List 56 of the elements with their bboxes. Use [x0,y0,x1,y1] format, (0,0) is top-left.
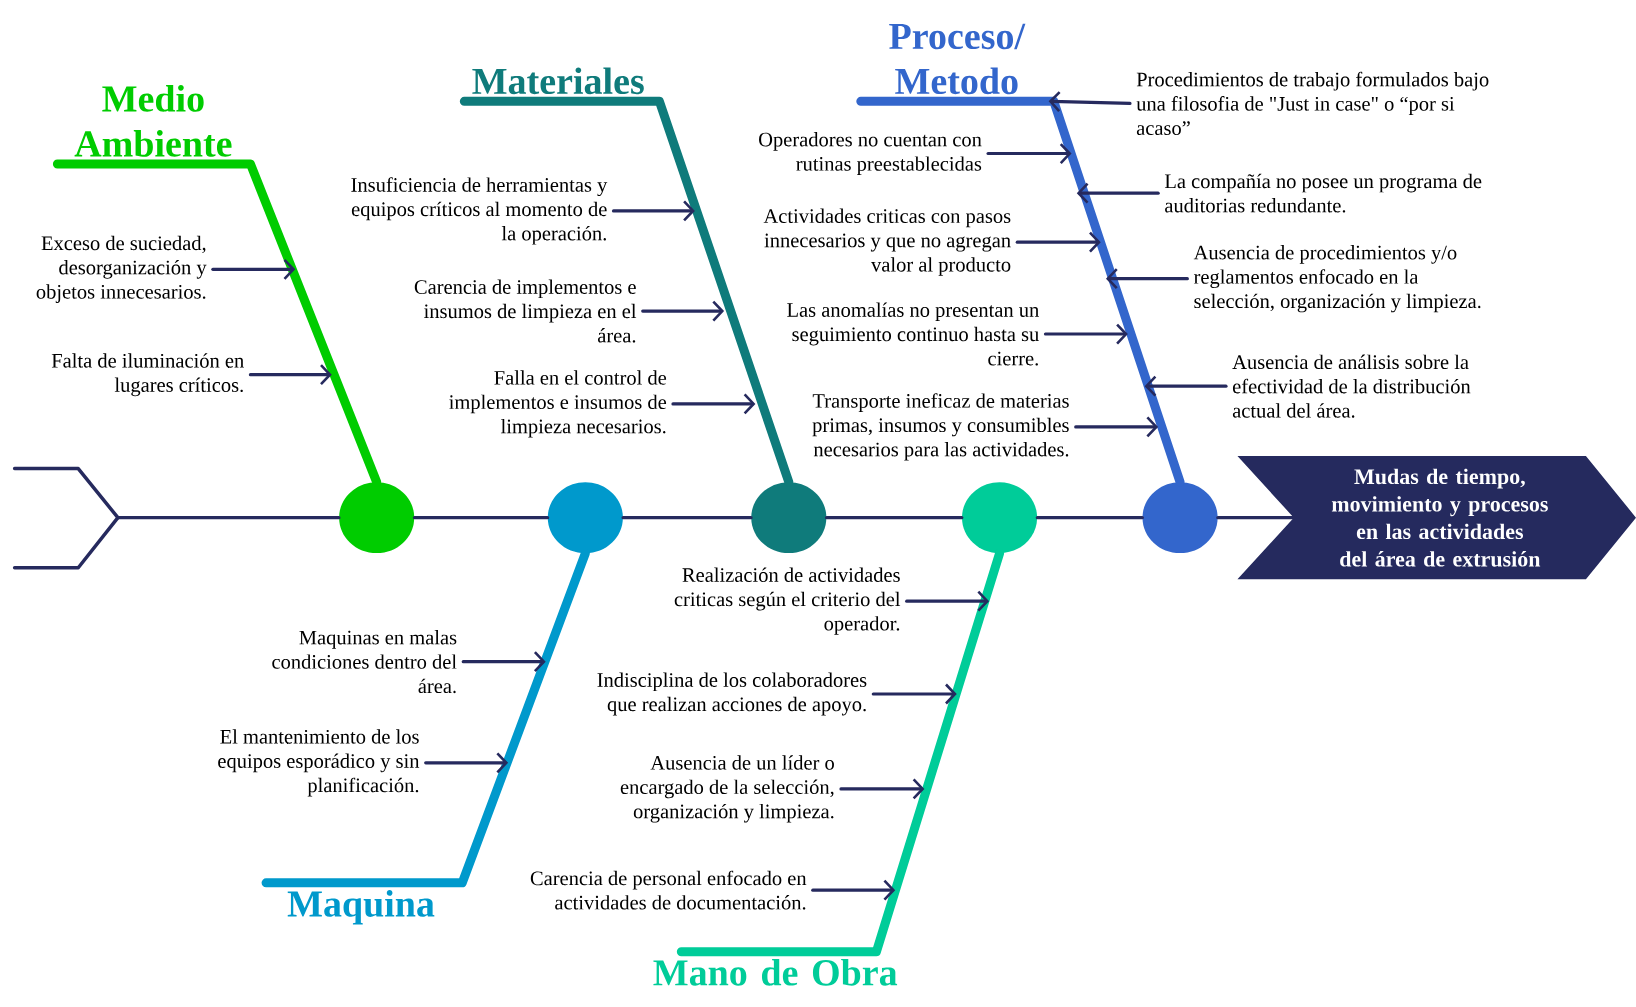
fish-tail [12,466,120,570]
category-heading: Proceso/ Metodo [889,23,1026,95]
arrow [1015,231,1101,253]
circle [547,482,623,554]
cause-text: Ausencia de un líder o encargado de la selección, organización y limpieza. [620,755,834,823]
spine-line [824,516,964,520]
spine-line [412,516,550,520]
arrow [611,200,695,222]
cause-text: Maquinas en malas condiciones dentro del área. [272,630,457,694]
circle [962,482,1038,554]
cause-text: Carencia de implementos e insumos de limpieza en el área. [414,279,637,343]
spine-line [1035,516,1144,520]
cause-text: Procedimientos de trabajo formulados bajo una filosofia de "Just in case" o “por si acaso” [1136,71,1489,136]
cause-text: Insuficiencia de herramientas y equipos críticos al momento de la operación. [351,177,608,245]
arrow [248,364,332,386]
circle [751,482,827,554]
arrow [1074,416,1159,438]
circle [1142,482,1218,554]
cause-text: Operadores no cuentan con rutinas preestablecidas [759,132,982,175]
arrow [671,393,756,415]
arrow [641,300,725,322]
arrow [1144,375,1228,397]
category-heading: Maquina [287,890,435,925]
cause-text: Indisciplina de los colaboradores que realizan acciones de apoyo. [597,672,867,716]
category-heading: Mano de Obra [653,958,898,986]
spine-line [116,516,341,520]
cause-text: Falla en el control de implementos e insumos de limpieza necesarios. [449,370,667,438]
cause-text: Exceso de suciedad, desorganización y objetos innecesarios. [36,235,207,303]
arrow [811,879,896,901]
arrow [905,590,990,612]
category-heading: Materiales [472,67,644,95]
spine-line [1216,516,1296,520]
cause-text: El mantenimiento de los equipos esporádico y sin planificación. [218,729,420,797]
cause-text: Transporte ineficaz de materias primas, insumos y consumibles necesarios para las actividades. [812,393,1069,461]
chevron-box: Mudas de tiempo, movimiento y procesos en las actividades del área de extrusión [1237,456,1636,580]
cause-text: Realización de actividades criticas según el criterio del operador. [674,567,901,635]
cause-text: Ausencia de procedimientos y/o reglamentos enfocado en la selección, organización y limpieza. [1193,245,1481,313]
cause-text: Falta de iluminación en lugares críticos. [51,353,244,397]
arrow [424,752,509,774]
arrow [461,651,546,673]
arrow [839,778,925,800]
arrow [986,143,1072,164]
cause-text: Carencia de personal enfocado en actividades de documentación. [530,870,807,910]
spine-line [621,516,753,520]
cause-text: Ausencia de análisis sobre la efectividad de la distribución actual del área. [1232,354,1471,418]
arrow [1048,91,1132,112]
cause-text: Las anomalías no presentan un seguimiento continuo hasta su cierre. [787,302,1039,366]
category-heading: Medio Ambiente [74,85,232,157]
cause-text: Actividades criticas con pasos innecesarios y que no agregan valor al producto [763,208,1011,276]
arrow [1043,323,1128,345]
cause-text: La compañía no posee un programa de auditorias redundante. [1164,173,1482,213]
arrow [211,258,296,280]
circle [339,482,415,554]
arrow [871,683,957,705]
arrow [1105,268,1189,290]
arrow [1076,182,1160,204]
